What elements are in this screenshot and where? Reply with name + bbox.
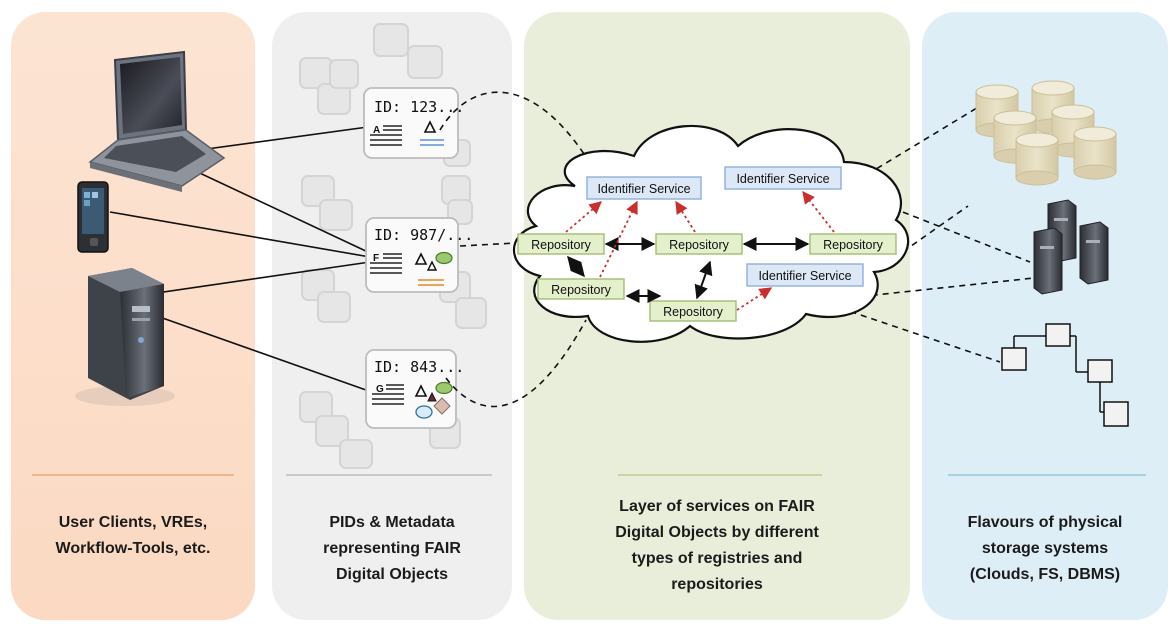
- digital-object-id: ID: 843...: [374, 358, 464, 376]
- repository-label: Repository: [531, 238, 591, 252]
- caption-line: repositories: [671, 576, 763, 593]
- caption-line: Flavours of physical: [967, 514, 1123, 531]
- repository-box-5: Repository: [649, 300, 737, 322]
- repository-label: Repository: [669, 238, 729, 252]
- services-divider: [618, 474, 822, 476]
- identifier-service-label: Identifier Service: [736, 172, 829, 186]
- caption-line: User Clients, VREs,: [58, 514, 208, 531]
- repository-box-1: Repository: [517, 233, 605, 255]
- metadata-letter: F: [373, 253, 379, 264]
- identifier-service-box-1: Identifier Service: [586, 176, 702, 200]
- smartphone-icon: [77, 181, 109, 253]
- repository-label: Repository: [551, 283, 611, 297]
- repository-label: Repository: [663, 305, 723, 319]
- database-cylinders-icon: [975, 80, 1117, 186]
- caption-line: (Clouds, FS, DBMS): [969, 566, 1121, 583]
- pid-caption: PIDs & Metadata representing FAIR Digita…: [272, 510, 512, 588]
- storage-divider: [948, 474, 1146, 476]
- caption-line: Digital Objects by different: [615, 524, 819, 541]
- caption-line: Layer of services on FAIR: [619, 498, 815, 515]
- digital-object-id: ID: 987/...: [374, 226, 473, 244]
- repository-box-2: Repository: [655, 233, 743, 255]
- client-caption: User Clients, VREs, Workflow-Tools, etc.: [11, 510, 255, 562]
- client-connections: [109, 126, 371, 391]
- identifier-service-box-2: Identifier Service: [724, 166, 842, 190]
- storage-caption: Flavours of physical storage systems (Cl…: [922, 510, 1168, 588]
- digital-object-id: ID: 123...: [374, 98, 464, 116]
- repository-box-3: Repository: [809, 233, 897, 255]
- tower-computer-icon: [75, 268, 175, 406]
- repository-links: [567, 237, 810, 303]
- triangle-icon: [423, 120, 437, 133]
- repository-label: Repository: [823, 238, 883, 252]
- laptop-icon: [88, 50, 226, 192]
- caption-line: Digital Objects: [335, 566, 449, 583]
- caption-line: PIDs & Metadata: [329, 514, 455, 531]
- identifier-service-label: Identifier Service: [758, 269, 851, 283]
- caption-line: Workflow-Tools, etc.: [55, 540, 211, 557]
- identifier-service-label: Identifier Service: [597, 182, 690, 196]
- digital-object-card-2: ID: 987/... F: [365, 217, 473, 293]
- file-system-tree-icon: [1001, 323, 1129, 427]
- digital-object-card-1: ID: 123... A: [363, 87, 464, 159]
- client-divider: [32, 474, 234, 476]
- digital-object-card-3: ID: 843... G: [365, 349, 464, 429]
- caption-line: representing FAIR: [323, 540, 461, 557]
- server-cluster-icon: [1033, 199, 1109, 295]
- repository-box-4: Repository: [537, 278, 625, 300]
- pid-divider: [286, 474, 492, 476]
- services-caption: Layer of services on FAIR Digital Object…: [524, 494, 910, 598]
- caption-line: storage systems: [981, 540, 1109, 557]
- registry-links: [565, 191, 835, 311]
- identifier-service-box-3: Identifier Service: [746, 263, 864, 287]
- background-squares: [299, 23, 487, 469]
- caption-line: types of registries and: [631, 550, 803, 567]
- metadata-letter: G: [376, 384, 384, 395]
- metadata-letter: A: [373, 125, 380, 136]
